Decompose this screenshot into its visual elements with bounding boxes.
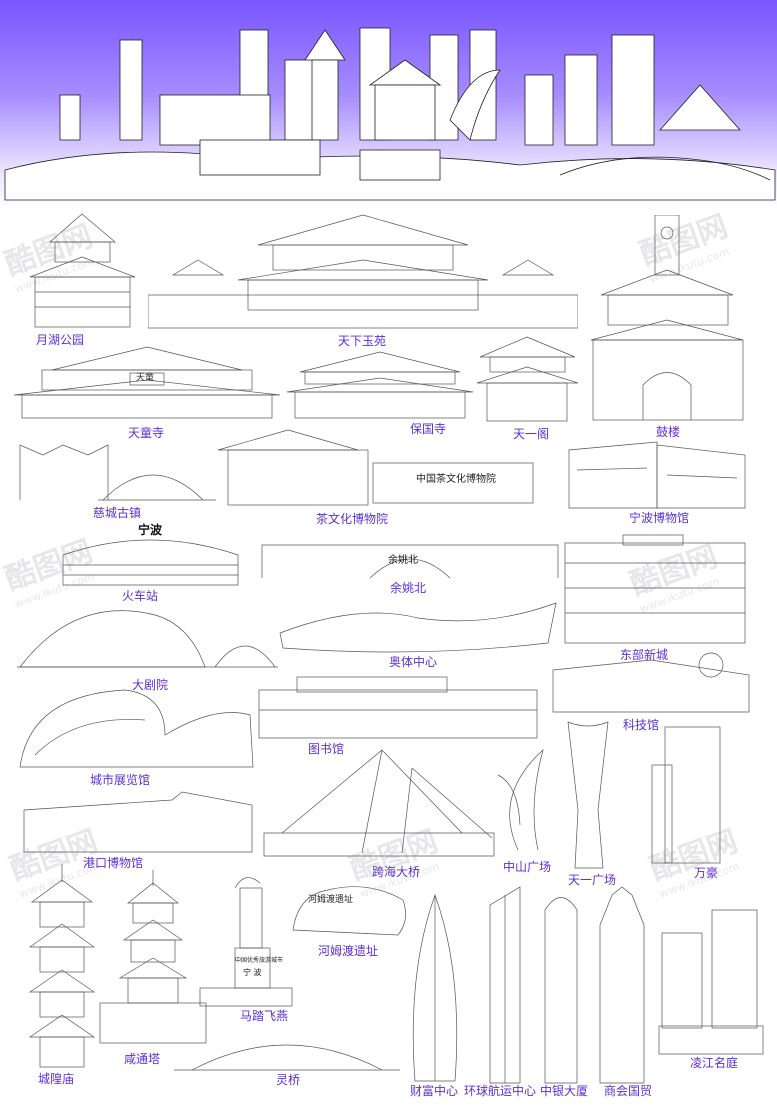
tea-museum-illustration: 中国茶文化博物院: [208, 428, 538, 508]
gulou-illustration: [583, 215, 753, 425]
port-museum-illustration: [22, 790, 254, 855]
wealth-center-tower: [405, 893, 465, 1083]
label-chenghuang-temple: 城隍庙: [38, 1072, 75, 1086]
ling-bridge-illustration: [172, 1030, 402, 1075]
tea-museum-sign: 中国茶文化博物院: [416, 474, 496, 485]
label-railway-station: 火车站: [122, 589, 159, 603]
olympic-center-illustration: [278, 598, 558, 653]
label-ling-bridge: 灵桥: [276, 1073, 301, 1087]
label-bank-of-china: 中银大厦: [540, 1084, 589, 1098]
label-wealth-center: 财富中心: [410, 1084, 459, 1098]
label-hemudu: 河姆渡遗址: [318, 944, 379, 958]
east-new-town-illustration: [563, 533, 748, 645]
grand-theatre-illustration: [15, 595, 280, 670]
skyline-banner: [0, 0, 777, 210]
xiantong-pagoda: [98, 868, 208, 1048]
label-tiantong-temple: 天童寺: [128, 426, 165, 440]
galloping-horse-statue: 中国优秀旅游城市 宁 波: [195, 868, 295, 1008]
label-ningbo-museum: 宁波博物馆: [629, 511, 690, 525]
tianyi-square-tower: [563, 720, 613, 870]
baoguo-temple-illustration: [285, 350, 475, 420]
statue-plate-line1: 中国优秀旅游城市: [235, 957, 284, 964]
label-chamber-trade: 商会国贸: [604, 1084, 653, 1098]
tiantong-temple-illustration: 天童: [12, 345, 282, 420]
yuehu-park-illustration: [20, 212, 145, 332]
cross-sea-bridge-illustration: [262, 748, 497, 860]
label-galloping-horse: 马踏飞燕: [240, 1009, 289, 1023]
lingjiang-residence-towers: [657, 908, 765, 1056]
exhibition-hall-illustration: [15, 685, 255, 770]
chenghuang-temple-pagoda: [28, 862, 96, 1070]
label-east-new-town: 东部新城: [620, 648, 669, 662]
station-sign: 宁波: [138, 523, 163, 537]
label-yuehu-park: 月湖公园: [36, 333, 85, 347]
label-library: 图书馆: [308, 742, 345, 756]
label-cross-sea-bridge: 跨海大桥: [372, 865, 421, 879]
statue-plate-line2: 宁 波: [243, 968, 262, 977]
label-global-shipping: 环球航运中心: [464, 1084, 537, 1098]
skyline-illustration: [4, 27, 776, 201]
yuyao-north-illustration: 余姚北: [260, 540, 560, 580]
label-exhibition-hall: 城市展览馆: [90, 773, 151, 787]
hemudu-site-illustration: 河姆渡遗址: [288, 875, 413, 940]
railway-station-illustration: 宁波: [58, 523, 243, 587]
hemudu-sign: 河姆渡遗址: [308, 895, 354, 905]
label-zhongshan-square: 中山广场: [503, 860, 552, 874]
marriott-illustration: [650, 725, 725, 865]
label-tianxia-yuyuan: 天下玉苑: [338, 334, 387, 348]
ningbo-museum-illustration: [567, 440, 747, 510]
label-xiantong-pagoda: 咸通塔: [124, 1052, 161, 1066]
bank-of-china-tower: [540, 890, 582, 1085]
label-tianyige: 天一阁: [513, 427, 550, 441]
label-grand-theatre: 大剧院: [132, 678, 169, 692]
tiantong-plaque: 天童: [136, 373, 155, 383]
yuyao-sign: 余姚北: [388, 555, 418, 566]
label-baoguo-temple: 保国寺: [410, 422, 447, 436]
label-science-museum: 科技馆: [623, 718, 660, 732]
global-shipping-tower: [480, 885, 532, 1085]
zhongshan-square-sculpture: [488, 745, 550, 855]
label-olympic-center: 奥体中心: [389, 655, 438, 669]
label-tea-museum: 茶文化博物院: [316, 512, 389, 526]
tianyige-illustration: [475, 335, 580, 425]
cicheng-town-illustration: [18, 440, 218, 505]
label-lingjiang: 凌江名庭: [690, 1056, 739, 1070]
label-cicheng: 慈城古镇: [93, 506, 142, 520]
label-gulou: 鼓楼: [656, 425, 681, 439]
chamber-trade-tower: [592, 885, 652, 1085]
label-tianyi-square: 天一广场: [568, 873, 617, 887]
label-port-museum: 港口博物馆: [83, 856, 144, 870]
science-museum-illustration: [551, 650, 751, 715]
library-illustration: [257, 675, 539, 740]
label-marriott: 万豪: [694, 866, 719, 880]
tianxia-yuyuan-illustration: [148, 210, 578, 330]
label-yuyao-north: 余姚北: [390, 581, 427, 595]
